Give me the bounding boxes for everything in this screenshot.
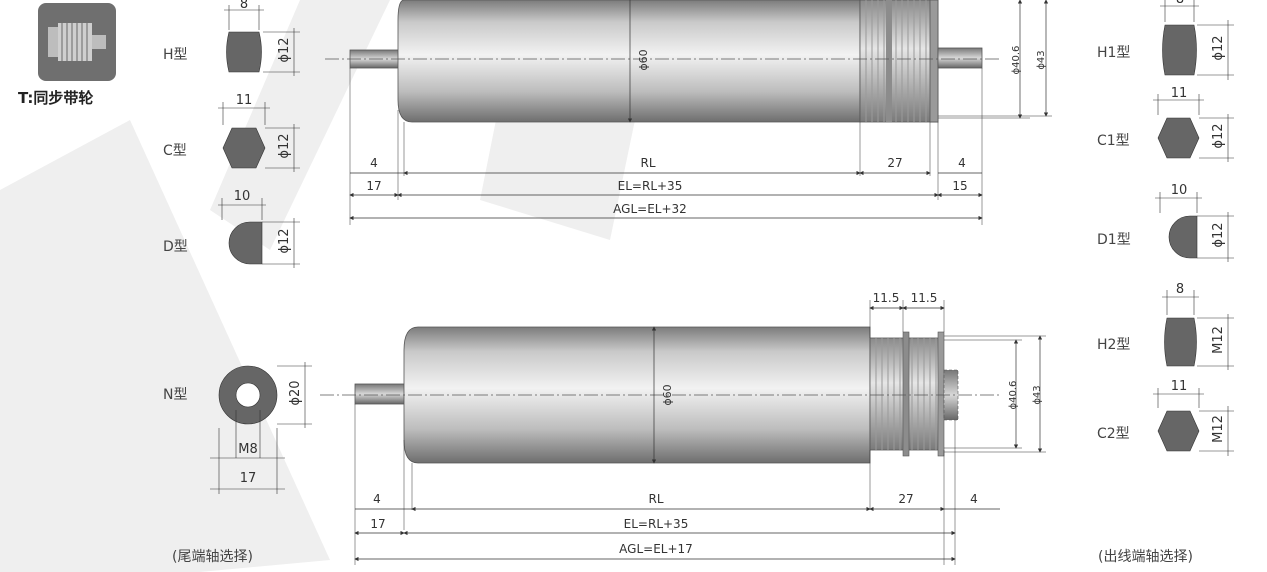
h1-width: 8 (1176, 0, 1184, 7)
top-rl: RL (640, 156, 655, 170)
bottom-agl: AGL=EL+17 (619, 542, 693, 556)
top-pulley-dia-inner: ϕ40.6 (1011, 46, 1022, 75)
top-body-dia: ϕ60 (637, 49, 650, 70)
tail-shaft-h-label[interactable]: H型 (163, 47, 188, 63)
d1-width: 10 (1171, 183, 1188, 198)
c1-dia: ϕ12 (1211, 123, 1226, 148)
exit-shaft-profiles (1153, 0, 1234, 456)
bottom-pulley-w1: 11.5 (873, 291, 900, 305)
exit-shaft-h1-label[interactable]: H1型 (1097, 45, 1131, 61)
top-agl: AGL=EL+32 (613, 202, 687, 216)
bottom-el: EL=RL+35 (624, 517, 689, 531)
bottom-left-shaft: 17 (370, 517, 385, 531)
c-width: 11 (236, 93, 253, 108)
n-width: 17 (240, 471, 257, 486)
tail-shaft-d-label[interactable]: D型 (163, 239, 188, 255)
bottom-left-offset: 4 (373, 492, 381, 506)
timing-pulley-icon (38, 3, 116, 81)
bottom-rl: RL (648, 492, 663, 506)
bottom-pulley-len: 27 (898, 492, 913, 506)
bottom-body-dia: ϕ60 (661, 384, 674, 405)
tail-shaft-profiles (210, 5, 312, 494)
h1-dia: ϕ12 (1211, 35, 1226, 60)
bottom-right-offset: 4 (970, 492, 978, 506)
top-pulley-len: 27 (887, 156, 902, 170)
h2-width: 8 (1176, 282, 1184, 297)
c2-dia: M12 (1211, 415, 1226, 443)
d1-dia: ϕ12 (1211, 222, 1226, 247)
bottom-pulley-w2: 11.5 (911, 291, 938, 305)
d-width: 10 (234, 189, 251, 204)
tail-shaft-caption: (尾端轴选择) (172, 549, 253, 565)
n-dia: ϕ20 (288, 380, 303, 405)
top-right-offset: 4 (958, 156, 966, 170)
roller-top (325, 0, 1052, 225)
top-el: EL=RL+35 (618, 179, 683, 193)
c1-width: 11 (1171, 86, 1188, 101)
exit-shaft-c1-label[interactable]: C1型 (1097, 133, 1130, 149)
top-left-offset: 4 (370, 156, 378, 170)
tail-shaft-n-label[interactable]: N型 (163, 387, 188, 403)
h-width: 8 (240, 0, 248, 12)
c-dia: ϕ12 (277, 133, 292, 158)
d-dia: ϕ12 (277, 228, 292, 253)
h-dia: ϕ12 (277, 37, 292, 62)
top-pulley-dia-outer: ϕ43 (1036, 50, 1047, 69)
exit-shaft-d1-label[interactable]: D1型 (1097, 232, 1131, 248)
n-thread: M8 (238, 442, 258, 457)
bottom-pulley-dia-inner: ϕ40.6 (1008, 381, 1019, 410)
top-right-shaft: 15 (952, 179, 967, 193)
h2-dia: M12 (1211, 326, 1226, 354)
exit-shaft-c2-label[interactable]: C2型 (1097, 426, 1130, 442)
roller-bottom (320, 300, 1046, 565)
exit-shaft-caption: (出线端轴选择) (1098, 549, 1193, 565)
c2-width: 11 (1171, 379, 1188, 394)
top-left-shaft: 17 (366, 179, 381, 193)
bottom-pulley-dia-outer: ϕ43 (1032, 385, 1043, 404)
tail-shaft-c-label[interactable]: C型 (163, 143, 187, 159)
category-title: T:同步带轮 (18, 89, 94, 107)
exit-shaft-h2-label[interactable]: H2型 (1097, 337, 1131, 353)
